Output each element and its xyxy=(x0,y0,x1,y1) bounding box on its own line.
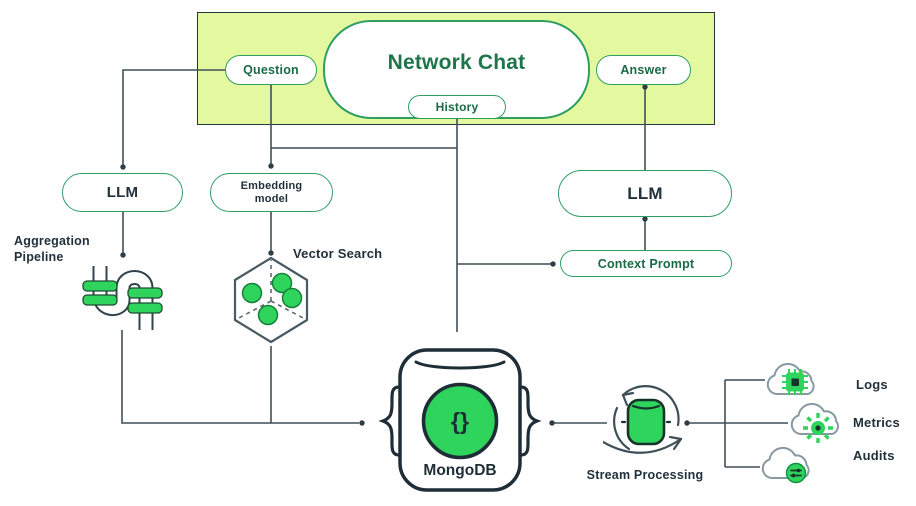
embedding-model-node: Embedding model xyxy=(210,173,333,212)
vector-search-label: Vector Search xyxy=(293,246,383,261)
history-node: History xyxy=(408,95,506,119)
right-brace-icon xyxy=(519,385,542,457)
mongodb-icon: {} MongoDB xyxy=(378,348,542,492)
sliders-icon xyxy=(785,462,807,484)
network-chat-title: Network Chat xyxy=(387,50,526,74)
logs-cloud-icon xyxy=(766,363,815,395)
vector-search-icon xyxy=(233,256,309,344)
stream-processing-label: Stream Processing xyxy=(586,468,704,482)
llm-left-node: LLM xyxy=(62,173,183,212)
aggregation-pipeline-icon xyxy=(82,266,163,330)
metrics-cloud-icon xyxy=(790,403,839,443)
stream-processing-icon xyxy=(603,385,683,454)
audits-label: Audits xyxy=(853,448,895,463)
audits-cloud-icon xyxy=(761,447,810,484)
chip-icon xyxy=(782,369,808,395)
mongodb-braces-glyph: {} xyxy=(451,408,469,434)
question-node: Question xyxy=(225,55,317,85)
mongodb-label: MongoDB xyxy=(423,462,496,479)
context-prompt-node: Context Prompt xyxy=(560,250,732,277)
left-brace-icon xyxy=(378,385,401,457)
llm-right-node: LLM xyxy=(558,170,732,217)
gear-icon xyxy=(803,413,833,443)
metrics-label: Metrics xyxy=(853,415,900,430)
answer-node: Answer xyxy=(596,55,691,85)
logs-label: Logs xyxy=(856,377,888,392)
aggregation-pipeline-label: Aggregation Pipeline xyxy=(14,234,90,264)
